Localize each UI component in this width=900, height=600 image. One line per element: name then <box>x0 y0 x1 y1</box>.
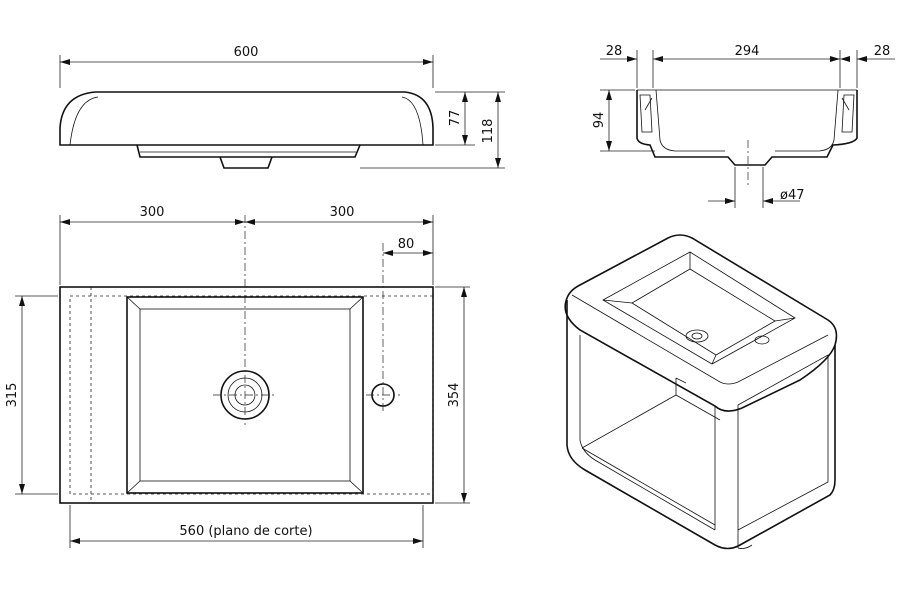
tap-offset-80-label: 80 <box>398 237 415 252</box>
cut-plane-outline <box>69 295 434 495</box>
drain-47-label: ø47 <box>780 188 805 203</box>
iso-top-outline <box>564 234 838 412</box>
iso-drain <box>685 329 709 343</box>
height-77-label: 77 <box>448 110 463 127</box>
iso-basin-rim <box>602 251 796 365</box>
iso-tap-hole <box>754 335 770 345</box>
depth-94-label: 94 <box>592 112 607 129</box>
top-view: 300 300 80 315 354 560 (plano de corte) <box>5 205 470 548</box>
right-half-300-label: 300 <box>330 205 355 220</box>
left-half-300-label: 300 <box>140 205 165 220</box>
side-view-outline <box>59 91 434 146</box>
height-118-label: 118 <box>481 119 496 144</box>
right-wall-28-label: 28 <box>874 44 891 59</box>
cut-plane-560-label: 560 (plano de corte) <box>179 524 312 539</box>
section-view-outline <box>636 90 858 166</box>
width-600-label: 600 <box>234 45 259 60</box>
isometric-view <box>564 234 838 550</box>
inner-width-294-label: 294 <box>735 44 760 59</box>
tap-hole <box>366 243 400 413</box>
iso-frame-outline <box>566 300 836 550</box>
section-view: 28 294 28 94 ø47 <box>592 44 895 208</box>
side-view-drain <box>219 156 273 169</box>
side-view: 600 77 118 <box>59 45 505 169</box>
left-wall-28-label: 28 <box>606 44 623 59</box>
drain-hole <box>213 215 277 425</box>
depth-354-label: 354 <box>447 383 462 408</box>
side-view-basin <box>136 144 361 158</box>
depth-315-label: 315 <box>5 383 20 408</box>
